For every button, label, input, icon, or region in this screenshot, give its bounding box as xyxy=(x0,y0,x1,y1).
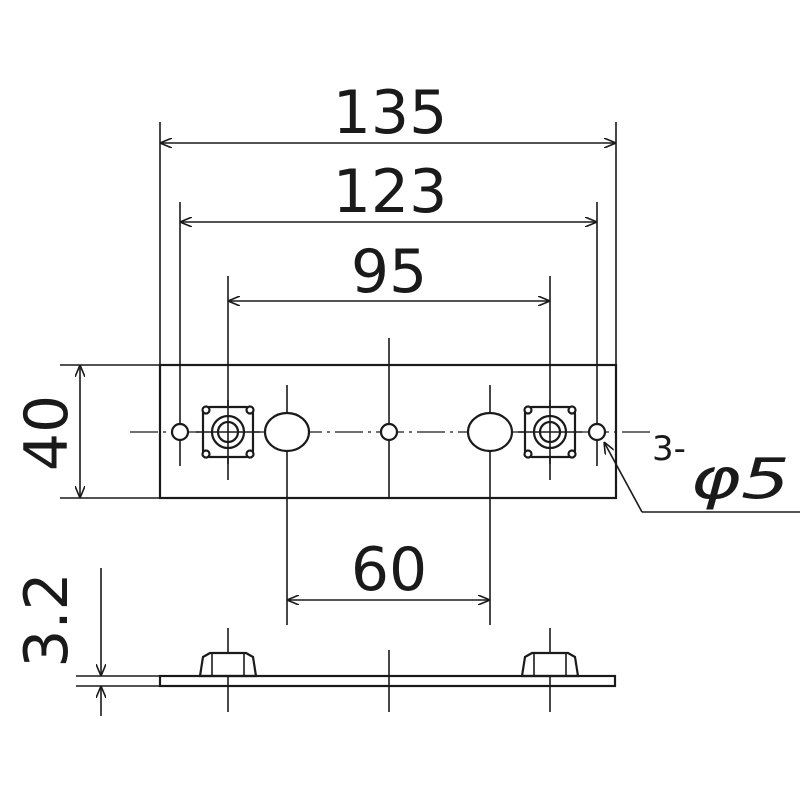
side-plate xyxy=(158,674,617,688)
hole-leader-diagonal xyxy=(604,442,643,513)
side-nut-right xyxy=(520,651,580,678)
hole-left xyxy=(170,422,190,442)
slot-left xyxy=(263,411,311,453)
slot-right xyxy=(466,411,514,453)
hole-right xyxy=(587,422,607,442)
hole-callout-prefix: 3- xyxy=(652,429,686,469)
dim-text-95: 95 xyxy=(351,237,427,307)
dim-text-60: 60 xyxy=(351,535,427,605)
dim-text-40: 40 xyxy=(12,395,82,471)
dim-text-123: 123 xyxy=(333,157,448,227)
dim-text-135: 135 xyxy=(333,78,448,148)
side-nut-left xyxy=(198,651,258,678)
weld-nut-left xyxy=(196,400,260,464)
weld-nut-right xyxy=(518,400,582,464)
hole-center xyxy=(379,422,399,442)
dim-text-3-2: 3.2 xyxy=(12,572,82,667)
hole-callout-diameter: φ5 xyxy=(690,447,790,512)
